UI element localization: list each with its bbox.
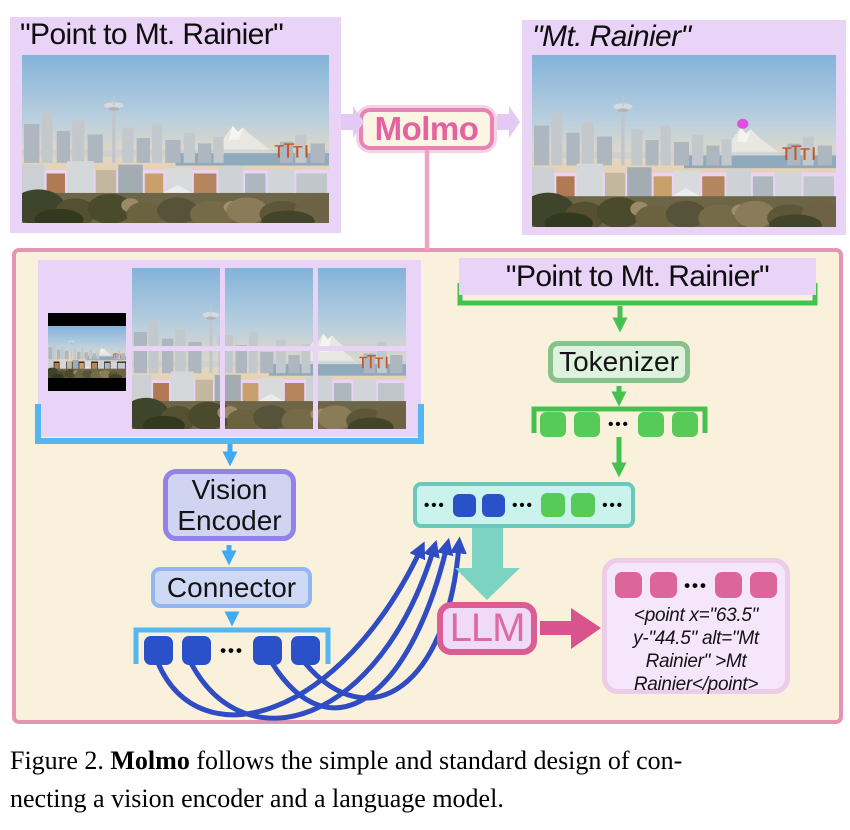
ellipsis: •••	[512, 496, 534, 514]
arrow-molmo-to-output	[497, 106, 520, 138]
code-line: <point x="63.5"	[633, 605, 759, 626]
caption-bold-term: Molmo	[110, 746, 190, 775]
fused-vision-token	[452, 493, 476, 517]
molmo-model-box: Molmo	[359, 108, 494, 150]
text-tokens-row: •••	[540, 412, 698, 437]
crop-tile	[225, 268, 313, 346]
crop-tile	[318, 268, 406, 346]
vision-token	[290, 636, 320, 665]
output-tokens-row: •••	[615, 572, 777, 598]
vision-tokens-row: •••	[144, 636, 320, 665]
connector-label: Connector	[166, 571, 297, 603]
crop-tile	[225, 351, 313, 429]
output-token	[615, 572, 642, 598]
vision-encoder-label: Vision Encoder	[177, 474, 282, 536]
ellipsis: •••	[602, 496, 624, 514]
molmo-label: Molmo	[374, 110, 479, 147]
seattle-skyline-photo	[22, 55, 329, 223]
output-image-panel: "Mt. Rainier"	[522, 20, 846, 235]
llm-box: LLM	[437, 602, 537, 655]
input-image-panel: "Point to Mt. Rainier"	[10, 17, 341, 233]
tokenizer-box: Tokenizer	[548, 341, 690, 383]
fused-vision-token	[482, 493, 506, 517]
tokenizer-label: Tokenizer	[559, 346, 679, 377]
ellipsis: •••	[220, 641, 244, 660]
text-token	[671, 412, 698, 437]
input-caption: "Point to Mt. Rainier"	[20, 18, 284, 51]
output-token	[649, 572, 677, 598]
output-token	[715, 572, 743, 598]
caption-line1: follows the simple and standard design o…	[189, 746, 683, 775]
prompt-text-box: "Point to Mt. Rainier"	[459, 258, 816, 295]
llm-label: LLM	[449, 606, 526, 650]
thumbnail-photo	[48, 326, 126, 378]
llm-output-box: ••• <point x="63.5" y-"44.5" alt="Mt Rai…	[602, 558, 790, 696]
figure-caption: Figure 2. Molmo follows the simple and s…	[10, 742, 844, 818]
crop-tile	[132, 268, 220, 346]
ellipsis: •••	[684, 575, 708, 595]
crop-tile	[132, 351, 220, 429]
fused-text-token	[571, 493, 596, 517]
vision-encoder-box: Vision Encoder	[163, 469, 296, 541]
vision-token	[182, 636, 212, 665]
vision-token	[144, 636, 173, 665]
code-line: Rainier" >Mt	[645, 651, 747, 672]
output-caption: "Mt. Rainier"	[532, 20, 691, 53]
text-token	[574, 412, 601, 437]
crop-tile	[318, 351, 406, 429]
output-token	[749, 572, 777, 598]
text-token	[637, 412, 664, 437]
ellipsis: •••	[608, 416, 630, 433]
resized-thumbnail	[48, 313, 126, 391]
code-line: Rainier</point>	[633, 674, 759, 695]
text-token	[540, 412, 566, 437]
fused-token-sequence: ••• ••• •••	[413, 482, 635, 528]
connector-box: Connector	[151, 567, 312, 608]
fused-text-token	[540, 493, 565, 517]
output-code-text: <point x="63.5" y-"44.5" alt="Mt Rainier…	[607, 604, 785, 696]
seattle-skyline-photo-with-point	[532, 55, 836, 227]
caption-prefix: Figure 2.	[10, 746, 111, 775]
caption-line2: necting a vision encoder and a language …	[10, 784, 504, 813]
code-line: y-"44.5" alt="Mt	[633, 628, 759, 649]
point-marker	[737, 118, 749, 129]
prompt-label: "Point to Mt. Rainier"	[505, 259, 770, 293]
vision-token	[252, 636, 282, 665]
ellipsis: •••	[424, 496, 446, 514]
